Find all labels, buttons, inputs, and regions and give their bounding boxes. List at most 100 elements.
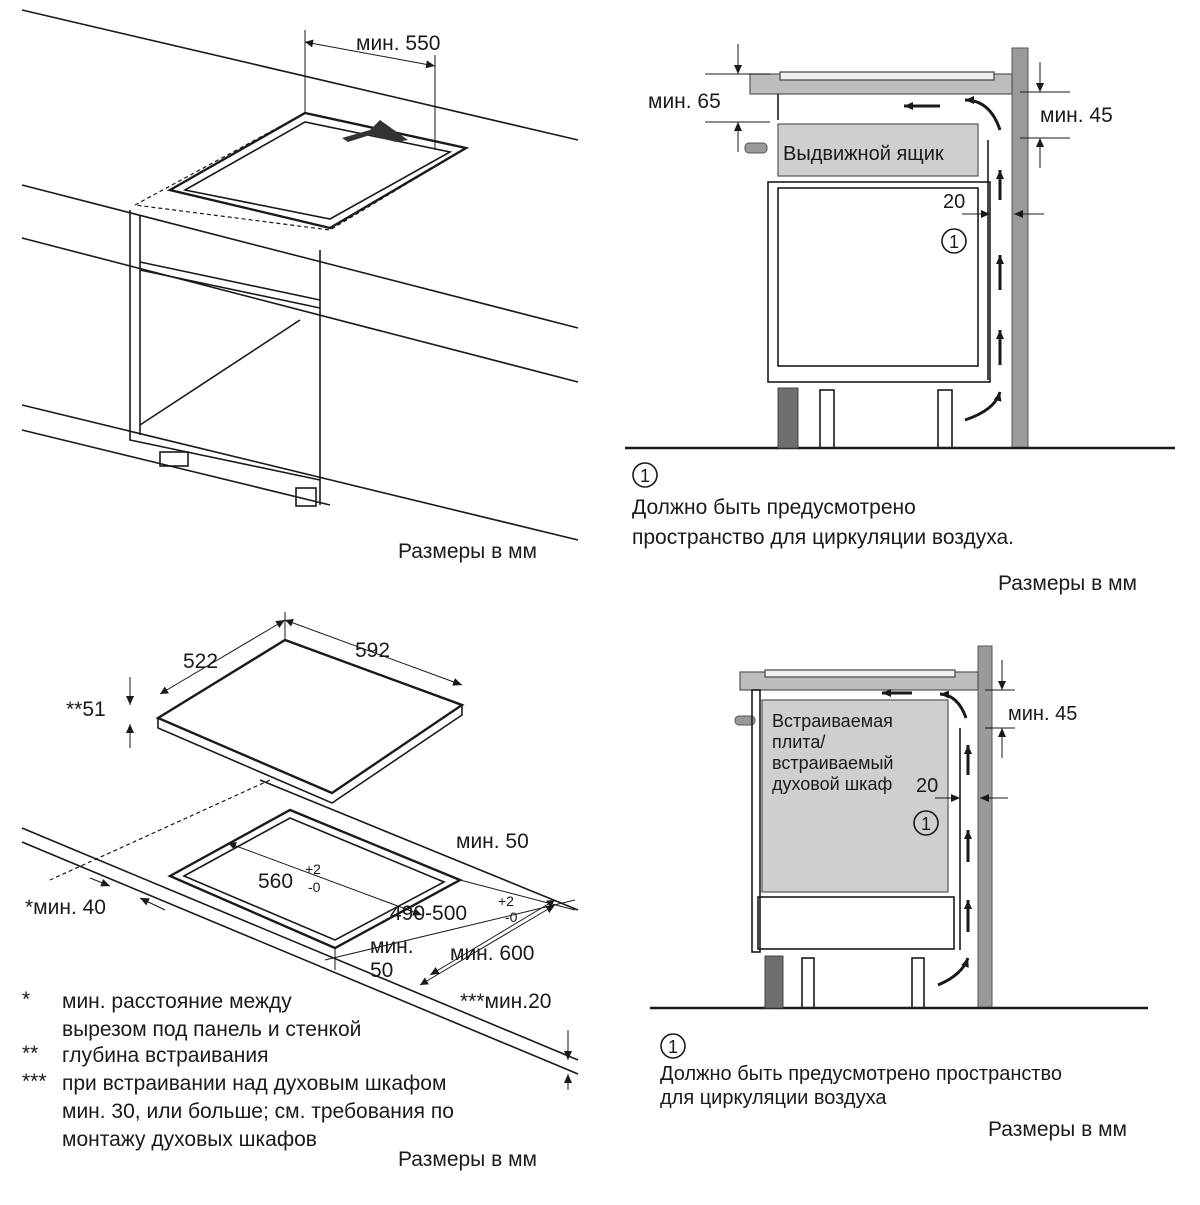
leg-left (819, 389, 835, 449)
dim-560-tol-minus: -0 (308, 879, 321, 895)
footnote-3-line-1: при встраивании над духовым шкафом (62, 1072, 446, 1095)
dim-label-min600: мин. 600 (450, 942, 534, 965)
oven-label-3: встраиваемый (772, 753, 893, 773)
countertop-front-edge (21, 827, 579, 1061)
projection-dashed (49, 779, 271, 881)
dim-label-min40: *мин. 40 (25, 896, 106, 919)
dim-min40-arrow-a (89, 877, 111, 887)
leg-right (911, 957, 925, 1009)
dim-label-20: 20 (943, 191, 965, 213)
footnote-1-mark: * (22, 988, 30, 1011)
hob-glass (764, 669, 956, 678)
countertop-front-bottom-edge (21, 237, 579, 383)
dim-line-550 (304, 39, 436, 69)
hob-glass (779, 71, 995, 81)
rotate-arrow-icon (342, 120, 408, 142)
footnote-2-mark: ** (22, 1042, 38, 1065)
drawer (777, 123, 979, 177)
cabinet-body (767, 181, 991, 383)
note-marker-label: 1 (640, 466, 650, 486)
cabinet-shelf-2 (139, 269, 321, 309)
footnote-2-line-1: глубина встраивания (62, 1044, 268, 1067)
air-arrow-curve-bottom-icon (937, 957, 970, 987)
note-line-2: для циркуляции воздуха (660, 1087, 887, 1109)
footnote-1-line-2: вырезом под панель и стенкой (62, 1018, 361, 1041)
dim-label-min50-top: мин. 50 (456, 830, 529, 853)
panel-hob-dimensions: 522 592 **51 560 +2 -0 490-500 +2 -0 мин… (21, 612, 579, 1171)
plinth-line-2 (21, 429, 331, 506)
dim-560-tol-plus: +2 (305, 861, 321, 877)
wall (977, 645, 993, 1009)
dim-line-522 (159, 619, 286, 695)
drawer-label: Выдвижной ящик (783, 143, 944, 165)
countertop-back-edge (21, 9, 579, 141)
cabinet-front (129, 210, 321, 481)
countertop-front-top-edge (21, 184, 579, 329)
footnote-3-mark: *** (22, 1070, 47, 1093)
note-marker-circle (660, 1033, 686, 1059)
cabinet-inner (777, 187, 979, 367)
footnote-3-line-2: мин. 30, или больше; см. требования по (62, 1100, 454, 1123)
note-line-1: Должно быть предусмотрено (632, 496, 916, 519)
leg-left (801, 957, 815, 1009)
dim-label-560: 560 (258, 870, 293, 893)
dim-label-490: 490-500 (390, 902, 467, 925)
dim-label-min45: мин. 45 (1040, 104, 1113, 127)
oven-box (761, 699, 949, 893)
dim-label-min550: мин. 550 (356, 32, 440, 55)
oven-handle (734, 715, 756, 726)
dim-label-min20: ***мин.20 (460, 990, 551, 1013)
cabinet-foot-right (295, 487, 317, 507)
dim-label-min45: мин. 45 (1008, 703, 1077, 725)
wall (1011, 47, 1029, 449)
cabinet-foot-left (159, 451, 189, 467)
dim-line-560 (227, 842, 423, 916)
cabinet-shelf (139, 261, 321, 301)
air-arrow-curve-top-icon (939, 690, 968, 719)
cutout-dashed-outline (134, 112, 468, 231)
air-arrow-curve-bottom-icon (964, 391, 1002, 422)
oven-label-2: плита/ (772, 732, 825, 752)
cutout-inner (182, 121, 453, 220)
leg-right (937, 389, 953, 449)
marker-label: 1 (921, 814, 931, 834)
marker-circle (913, 810, 939, 836)
note-marker-label: 1 (668, 1037, 678, 1057)
dim-line-min600 (419, 904, 556, 986)
dim-label-min50-b: 50 (370, 959, 393, 982)
plinth (764, 955, 784, 1009)
cabinet-inner-diag (139, 319, 301, 426)
cutout-inner (182, 817, 446, 941)
dim-490-tol-plus: +2 (498, 893, 514, 909)
oven-label-4: духовой шкаф (772, 774, 892, 794)
drawer-handle (744, 142, 768, 154)
oven-label-1: Встраиваемая (772, 711, 893, 731)
dim-label-51: **51 (66, 698, 106, 721)
cabinet-drawer (757, 896, 955, 950)
units-label-bottom-left: Размеры в мм (398, 1148, 537, 1171)
hob-thickness (157, 705, 463, 804)
dim-line-592 (284, 619, 463, 686)
plinth-line (21, 404, 579, 541)
footnote-3-line-3: монтажу духовых шкафов (62, 1128, 317, 1151)
panel-drawer-clearance: Выдвижной ящик мин. 65 мин. 45 20 (625, 44, 1175, 595)
dim-min40-arrow-b (139, 897, 166, 911)
dim-label-min50-a: мин. (370, 935, 414, 958)
dim-label-20: 20 (916, 775, 938, 797)
dim-label-592: 592 (355, 639, 390, 662)
cabinet-front (751, 689, 761, 953)
footnote-1-line-1: мин. расстояние между (62, 990, 292, 1013)
note-line-1: Должно быть предусмотрено пространство (660, 1063, 1062, 1085)
cutout-outline (166, 111, 470, 230)
marker-label: 1 (949, 232, 959, 252)
dim-label-min65: мин. 65 (648, 90, 721, 113)
countertop-front-edge-2 (21, 841, 579, 1075)
dim-490-tol-minus: -0 (505, 909, 518, 925)
dim-label-522: 522 (183, 650, 218, 673)
panel-countertop-cutout: мин. 550 Размеры в мм (21, 9, 579, 563)
note-line-2: пространство для циркуляции воздуха. (632, 526, 1014, 549)
note-marker-circle (632, 462, 658, 488)
plinth (777, 387, 799, 449)
